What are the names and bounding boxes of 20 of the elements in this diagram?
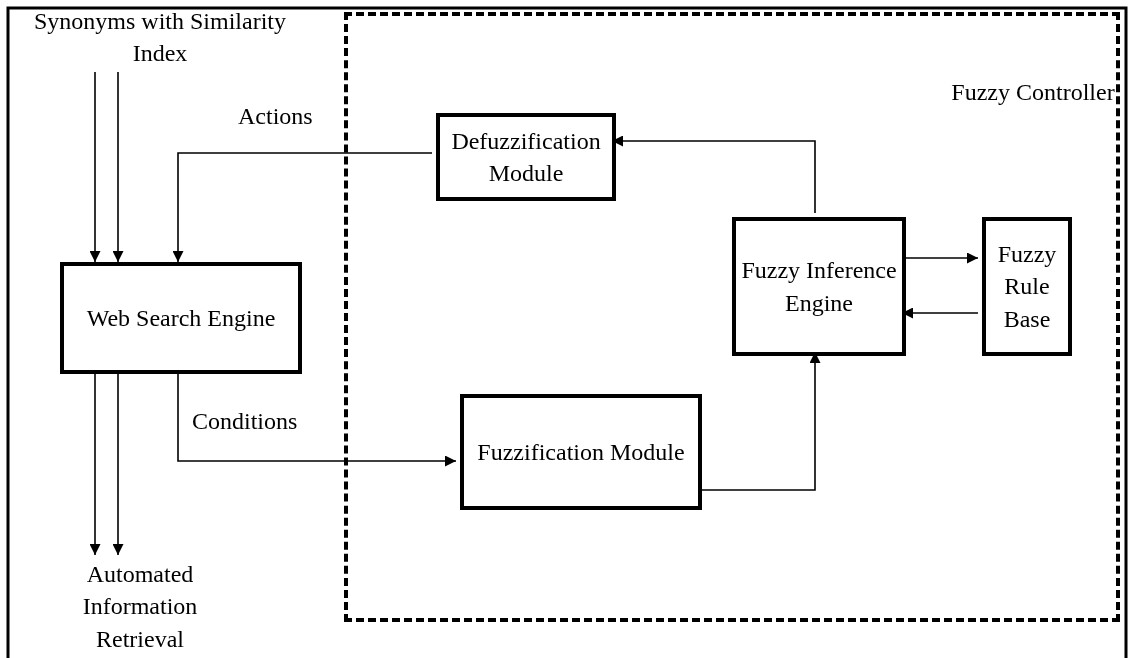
- arrow: [172, 152, 433, 263]
- arrow: [89, 71, 101, 263]
- arrow: [112, 71, 124, 263]
- box-label: Fuzzy Inference Engine: [740, 256, 898, 318]
- process-box: [60, 262, 302, 374]
- arrow: [89, 373, 101, 556]
- box-label: Fuzzy Rule Base: [996, 239, 1058, 334]
- process-box: [460, 394, 702, 510]
- arrow: [112, 373, 124, 556]
- process-box: [732, 217, 906, 356]
- box-label: Defuzzification Module: [450, 126, 602, 188]
- box-label: Fuzzification Module: [476, 437, 686, 467]
- process-box: [436, 113, 616, 201]
- dashed-group-box: [344, 12, 1120, 622]
- output-label: Automated Information Retrieval: [81, 559, 199, 654]
- process-box: [982, 217, 1072, 356]
- input-label: Synonyms with Similarity Index: [33, 6, 287, 68]
- box-label: Web Search Engine: [85, 303, 277, 333]
- arrow: [177, 373, 457, 467]
- group-heading: Fuzzy Controller: [950, 78, 1116, 107]
